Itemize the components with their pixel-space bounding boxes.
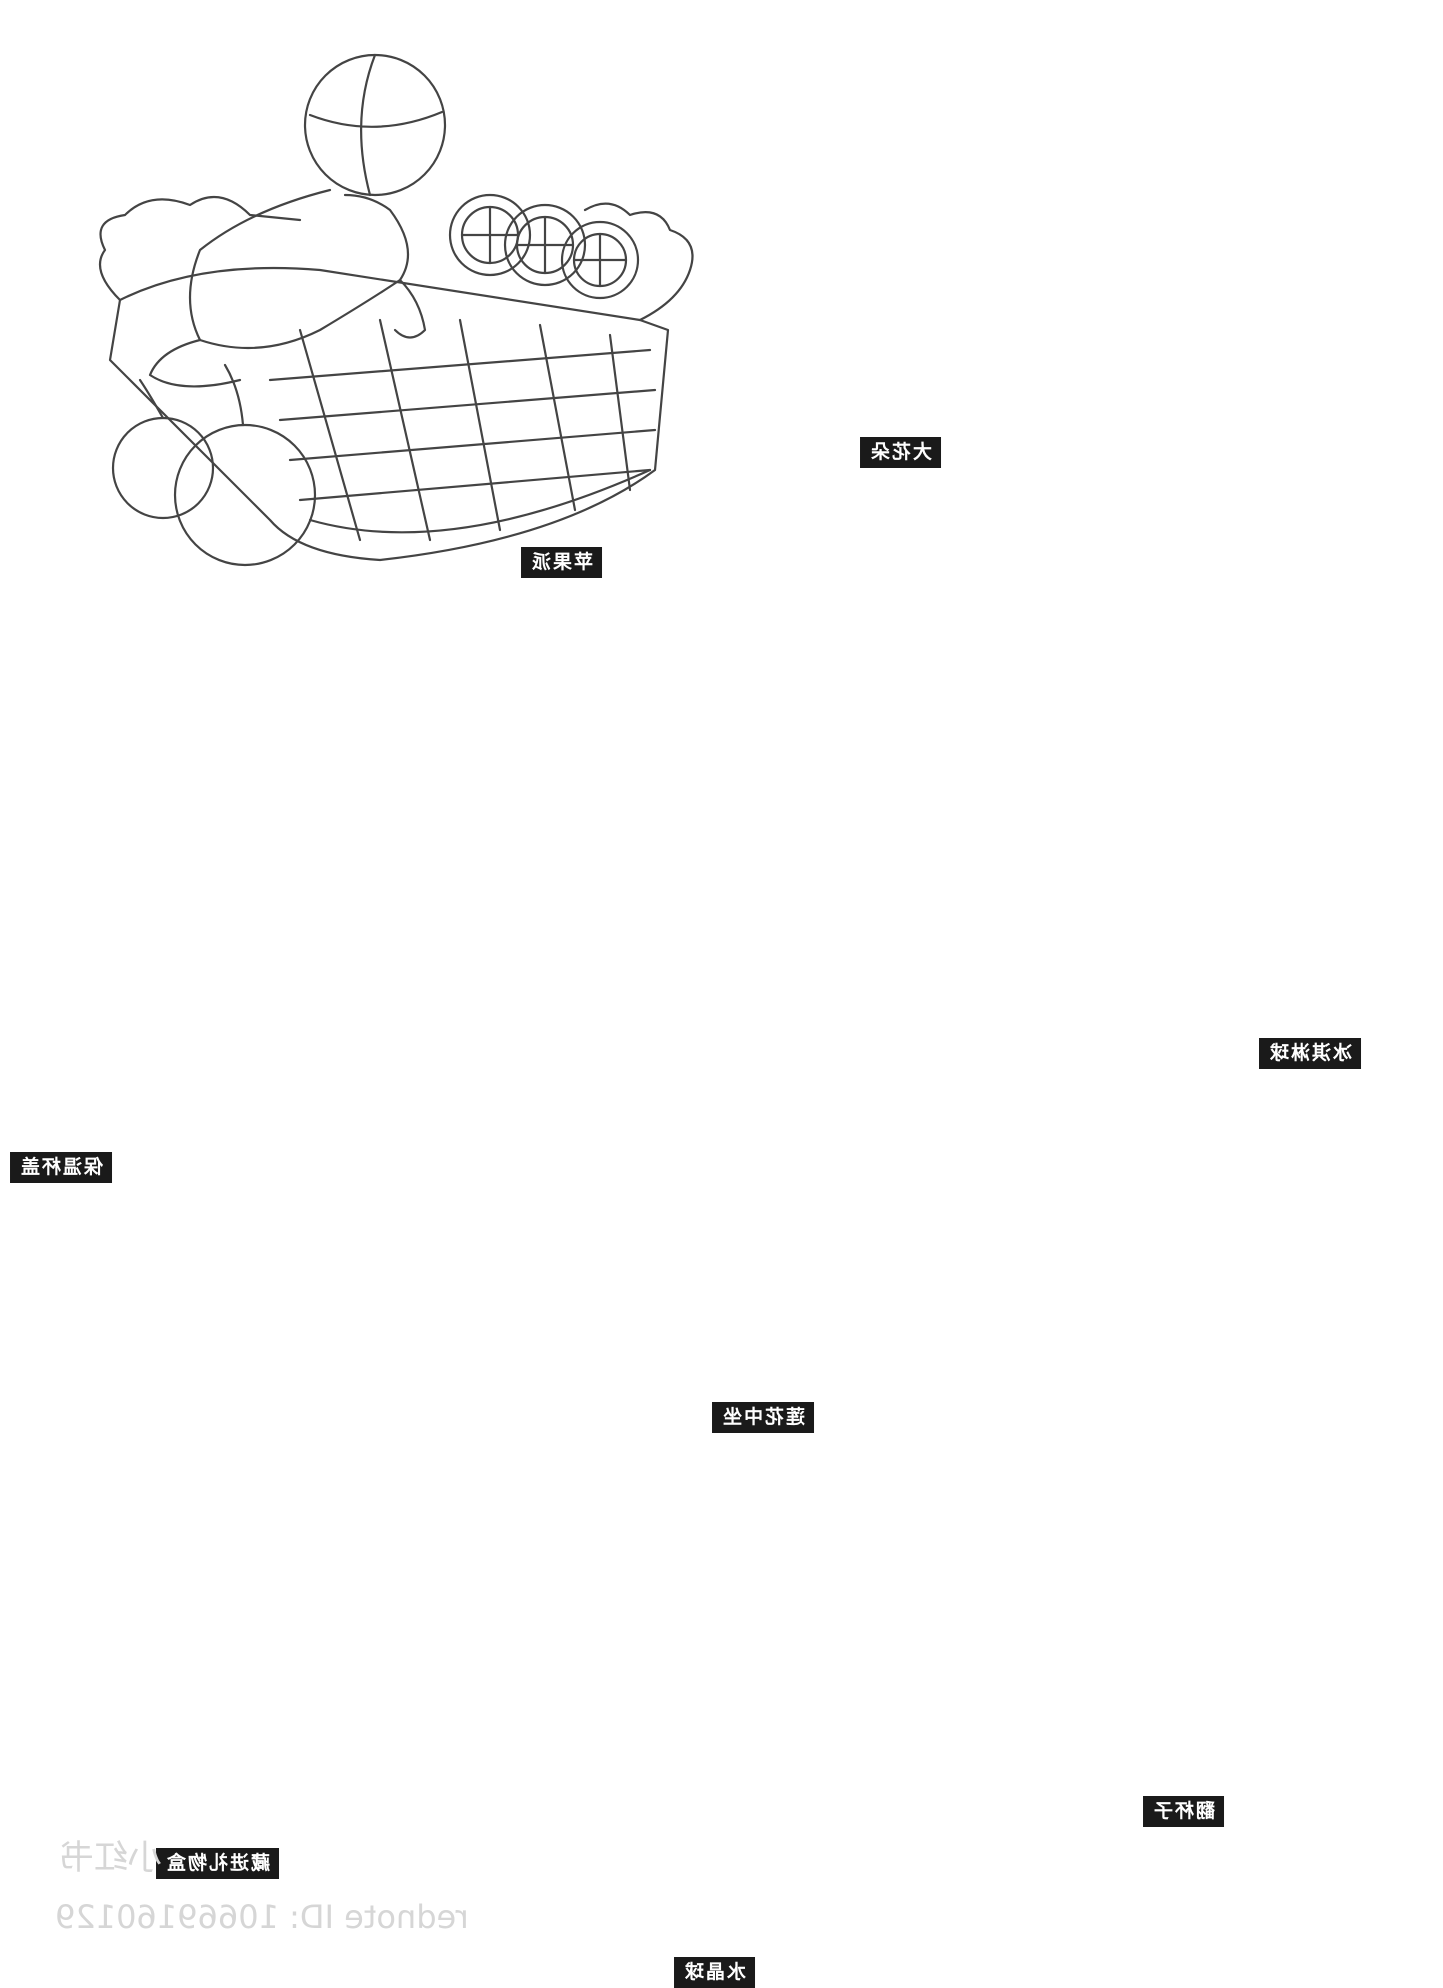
- label-teacup: 翻杯子: [1143, 1796, 1225, 1827]
- label-lotus-sit: 莲花中坐: [712, 1402, 815, 1433]
- label-big-flower: 大花朵: [860, 437, 942, 468]
- label-thermos-lid: 保温杯盖: [10, 1152, 113, 1183]
- watermark-id: rednote ID: 10669160129: [55, 1898, 469, 1936]
- label-ice-cream: 冰淇淋球: [1259, 1038, 1362, 1069]
- label-gift-box: 藏进礼物盒: [156, 1848, 280, 1879]
- label-apple-pie: 苹果派: [521, 547, 603, 578]
- apple-pie-illustration: [100, 55, 693, 565]
- watermark-brand: 小红书: [60, 1838, 162, 1878]
- label-crystal-ball: 水晶球: [674, 1957, 756, 1988]
